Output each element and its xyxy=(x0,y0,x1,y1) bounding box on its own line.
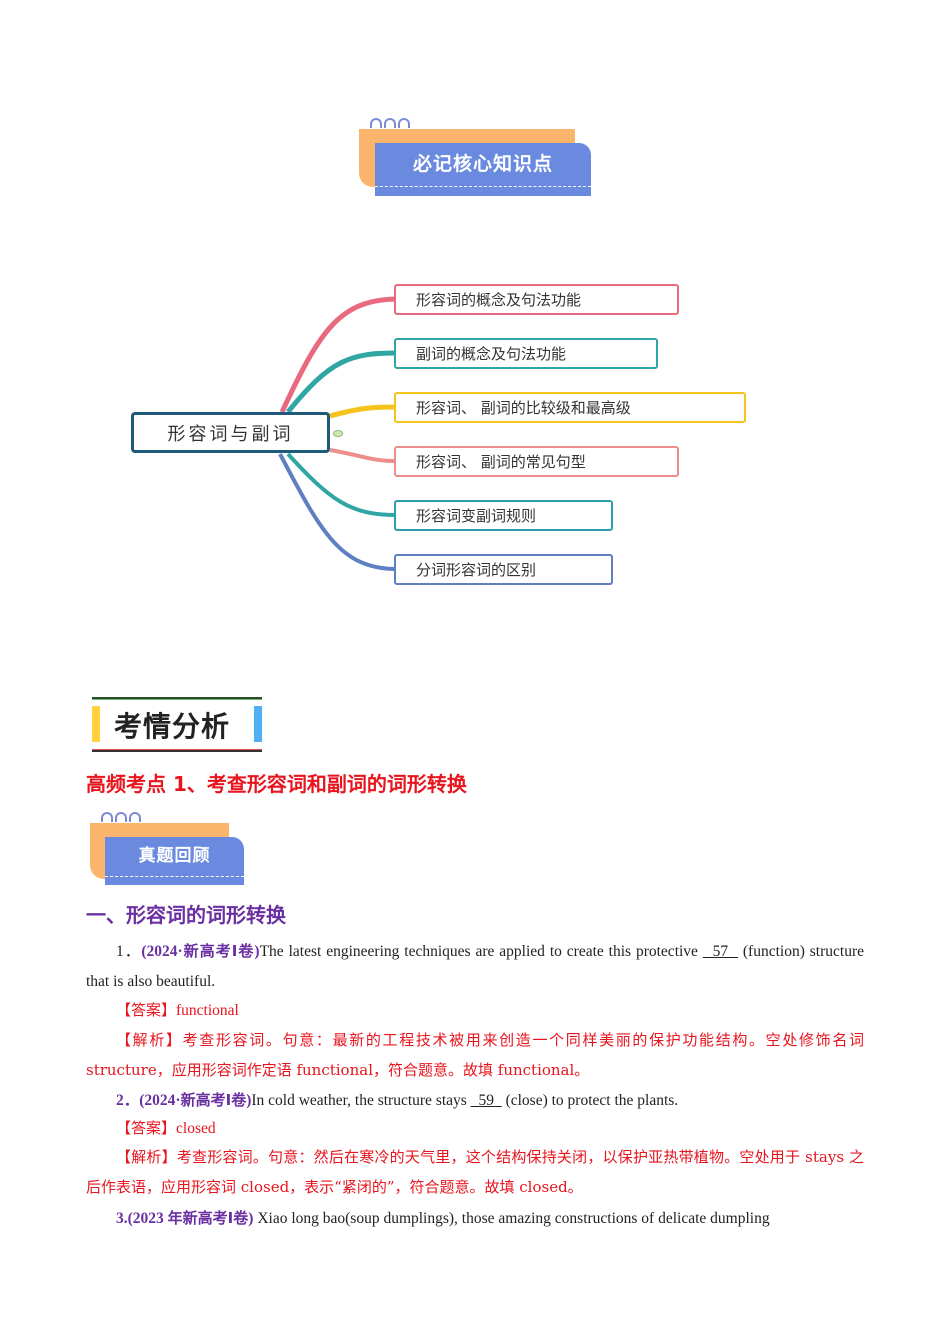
mind-map-node: 形容词、 副词的常见句型 xyxy=(394,446,679,477)
mind-map-node: 分词形容词的区别 xyxy=(394,554,613,585)
section-banner-past-exams: 真题回顾 xyxy=(90,812,244,887)
answer-2: 【答案】closed xyxy=(116,1119,216,1137)
section-heading: 高频考点 1、考查形容词和副词的词形转换 xyxy=(86,772,467,796)
question-3: 3.(2023 年新高考Ⅰ卷) Xiao long bao(soup dumpl… xyxy=(116,1209,770,1227)
question-1: 1．(2024·新高考Ⅰ卷)The latest engineering tec… xyxy=(86,942,864,990)
exam-analysis-banner: 考情分析 xyxy=(92,697,262,752)
mind-map-root: 形容词与副词 xyxy=(131,412,330,453)
mind-map-node: 副词的概念及句法功能 xyxy=(394,338,658,369)
mind-map-node: 形容词、 副词的比较级和最高级 xyxy=(394,392,746,423)
question-source: (2024·新高考Ⅰ卷) xyxy=(139,1091,252,1109)
answer-1: 【答案】functional xyxy=(116,1001,239,1019)
question-source: (2023 年新高考Ⅰ卷) xyxy=(127,1209,254,1227)
answer-blank: 59 xyxy=(470,1092,502,1109)
ring-binder-icon xyxy=(370,118,410,128)
subsection-heading: 一、形容词的词形转换 xyxy=(86,903,286,927)
collapse-toggle-icon[interactable] xyxy=(333,430,343,437)
mind-map-node: 形容词的概念及句法功能 xyxy=(394,284,679,315)
analysis-1: 【解析】考查形容词。句意：最新的工程技术被用来创造一个同样美丽的保护功能结构。空… xyxy=(86,1031,864,1079)
banner-title: 真题回顾 xyxy=(138,846,211,866)
mind-map-connectors xyxy=(278,296,397,571)
question-source: (2024·新高考Ⅰ卷) xyxy=(141,942,260,960)
analysis-2: 【解析】考查形容词。句意：然后在寒冷的天气里，这个结构保持关闭，以保护亚热带植物… xyxy=(86,1148,864,1196)
section-banner-core-knowledge: 必记核心知识点 xyxy=(359,118,591,198)
mind-map: 形容词与副词 形容词的概念及句法功能 副词的概念及句法功能 形容词、 副词的比较… xyxy=(0,0,950,620)
ring-binder-icon xyxy=(101,812,141,822)
banner-title: 必记核心知识点 xyxy=(412,153,553,175)
answer-blank: 57 xyxy=(702,943,738,960)
mind-map-node: 形容词变副词规则 xyxy=(394,500,613,531)
exam-analysis-title: 考情分析 xyxy=(114,710,231,743)
question-2: 2．(2024·新高考Ⅰ卷)In cold weather, the struc… xyxy=(116,1091,679,1109)
